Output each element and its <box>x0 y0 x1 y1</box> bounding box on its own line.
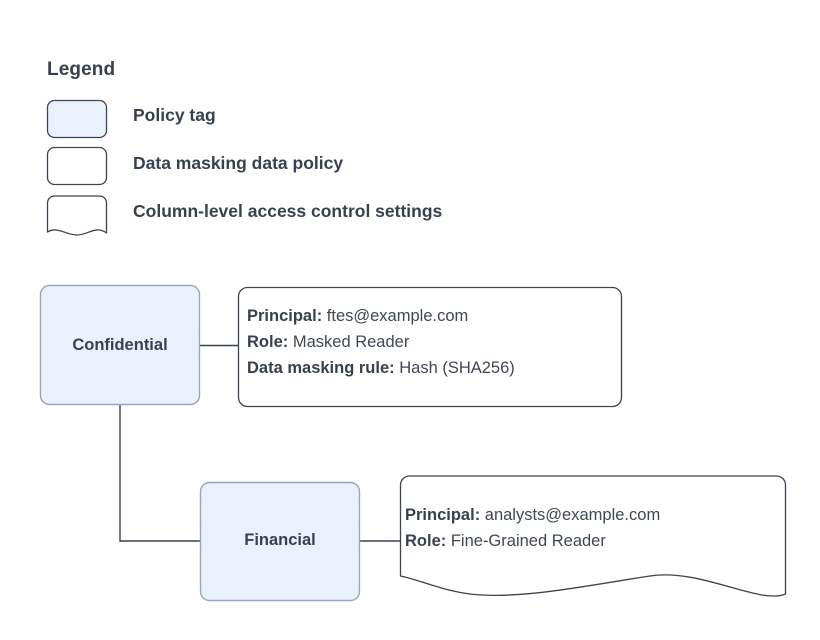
access-policy-box[interactable] <box>399 475 787 597</box>
masking-policy-row-value: Hash (SHA256) <box>399 359 515 377</box>
node-label-financial: Financial <box>244 531 316 549</box>
access-policy-row: Principal: analysts@example.com <box>405 502 660 528</box>
legend-swatch-data-masking-policy <box>46 146 108 186</box>
masking-policy-row: Role: Masked Reader <box>247 329 515 355</box>
node-financial[interactable] <box>199 481 361 602</box>
legend-label-column-level-access: Column-level access control settings <box>133 201 443 221</box>
legend-title: Legend <box>47 59 116 80</box>
access-policy-row-key: Role: <box>405 532 447 550</box>
access-policy-row-key: Principal: <box>405 506 481 524</box>
legend-label-data-masking-policy: Data masking data policy <box>133 153 344 173</box>
legend-swatch-column-level-access-icon <box>46 195 108 236</box>
masking-policy-row-key: Data masking rule: <box>247 359 395 377</box>
masking-policy-row-value: Masked Reader <box>292 333 410 351</box>
node-label-confidential: Confidential <box>72 336 168 354</box>
access-policy-row-value: Fine-Grained Reader <box>450 532 606 550</box>
access-policy-text: Principal: analysts@example.com Role: Fi… <box>405 502 660 554</box>
masking-policy-box[interactable] <box>237 286 623 408</box>
masking-policy-text: Principal: ftes@example.com Role: Masked… <box>247 303 515 381</box>
access-policy-row-value: analysts@example.com <box>484 506 661 524</box>
legend-label-policy-tag: Policy tag <box>133 105 216 125</box>
legend-swatch-policy-tag <box>46 99 108 139</box>
node-confidential[interactable] <box>39 284 201 406</box>
masking-policy-row: Principal: ftes@example.com <box>247 303 515 329</box>
masking-policy-row-key: Principal: <box>247 307 323 325</box>
masking-policy-row: Data masking rule: Hash (SHA256) <box>247 355 515 381</box>
masking-policy-row-key: Role: <box>247 333 289 351</box>
masking-policy-row-value: ftes@example.com <box>326 307 469 325</box>
connector-confidential-to-financial <box>119 405 200 542</box>
access-policy-row: Role: Fine-Grained Reader <box>405 528 660 554</box>
